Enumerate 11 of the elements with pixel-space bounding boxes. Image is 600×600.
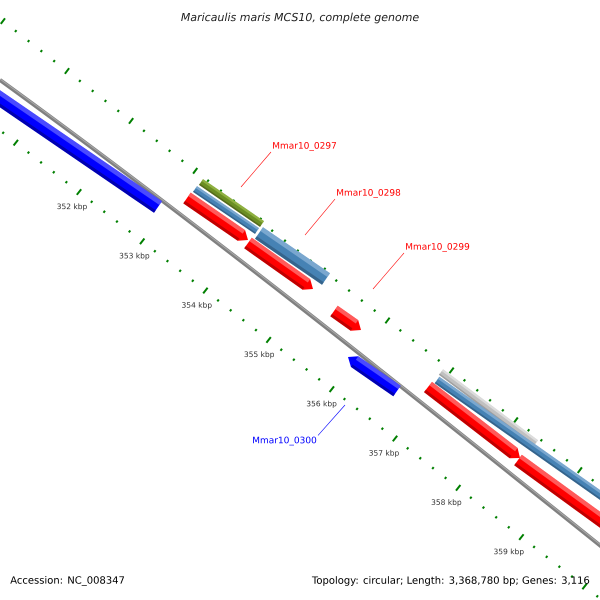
- genome-info-text: Topology: circular; Length: 3,368,780 bp; Genes: 3,116: [312, 576, 590, 586]
- gene-label: Mmar10_0298: [337, 189, 400, 198]
- leader-line: [240, 152, 272, 188]
- gene-label: Mmar10_0300: [253, 436, 316, 446]
- accession-text: Accession: NC_008347: [10, 576, 124, 586]
- gene-label: Mmar10_0297: [273, 142, 336, 151]
- title: Maricaulis maris MCS10, complete genome: [181, 12, 419, 24]
- leader-line: [372, 252, 404, 290]
- gene-label: Mmar10_0299: [406, 243, 470, 252]
- leader-line: [304, 198, 336, 236]
- leader-line: [318, 404, 346, 436]
